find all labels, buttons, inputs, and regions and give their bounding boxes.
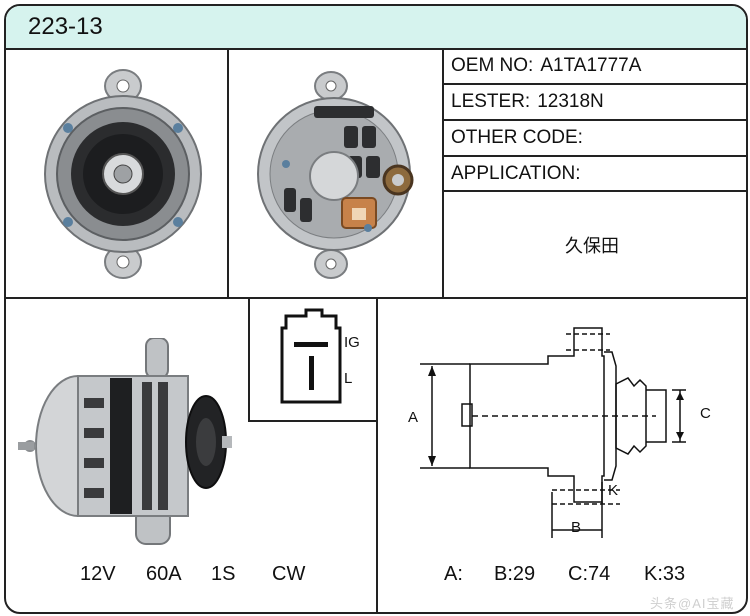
divider-top-right	[442, 48, 444, 297]
alternator-side-photo	[18, 338, 232, 545]
spec-application-label: APPLICATION:	[451, 163, 581, 184]
dimension-c: C:74	[568, 563, 611, 585]
spec-sheet: 223-13 OEM NO: A1TA1777A LESTER: 12318N OT…	[4, 4, 748, 614]
spec-other-code: OTHER CODE:	[444, 120, 740, 156]
divider-bottom-left	[248, 297, 250, 422]
connector-label-ig: IG	[344, 334, 360, 351]
amperage: 60A	[146, 563, 182, 585]
spec-oem: OEM NO: A1TA1777A	[444, 48, 740, 84]
spec-other-code-label: OTHER CODE:	[451, 127, 583, 148]
header-bar: 223-13	[6, 6, 746, 50]
connector-label-l: L	[344, 370, 353, 387]
divider-top-left	[227, 48, 229, 297]
spec-lester-value: 12318N	[537, 91, 604, 112]
rotation: CW	[272, 563, 306, 585]
divider-spec-3	[442, 155, 746, 157]
divider-bottom-right	[376, 297, 378, 612]
divider-spec-2	[442, 119, 746, 121]
divider-connector-box	[248, 420, 378, 422]
watermark: 头条@AI宝藏	[650, 596, 735, 611]
drawing-label-a: A	[408, 409, 419, 426]
divider-spec-4	[442, 190, 746, 192]
drawing-label-k: K	[608, 482, 619, 499]
divider-spec-1	[442, 83, 746, 85]
spec-application: APPLICATION:	[444, 156, 740, 192]
spec-lester-label: LESTER:	[451, 91, 531, 112]
alternator-rear-photo	[257, 71, 414, 279]
spec-oem-label: OEM NO:	[451, 55, 534, 76]
pulley: 1S	[211, 563, 236, 585]
dimension-k: K:33	[644, 563, 686, 585]
spec-oem-value: A1TA1777A	[540, 55, 642, 76]
drawing-label-c: C	[700, 405, 711, 422]
spec-lester: LESTER: 12318N	[444, 84, 740, 120]
connector-diagram	[280, 308, 342, 404]
part-number: 223-13	[28, 13, 103, 40]
dimension-b: B:29	[494, 563, 536, 585]
alternator-front-photo	[44, 69, 202, 279]
dimension-a: A:	[444, 563, 463, 585]
voltage: 12V	[80, 563, 116, 585]
application-value: 久保田	[565, 236, 619, 256]
drawing-label-b: B	[571, 519, 582, 536]
dimension-drawing	[420, 327, 686, 538]
